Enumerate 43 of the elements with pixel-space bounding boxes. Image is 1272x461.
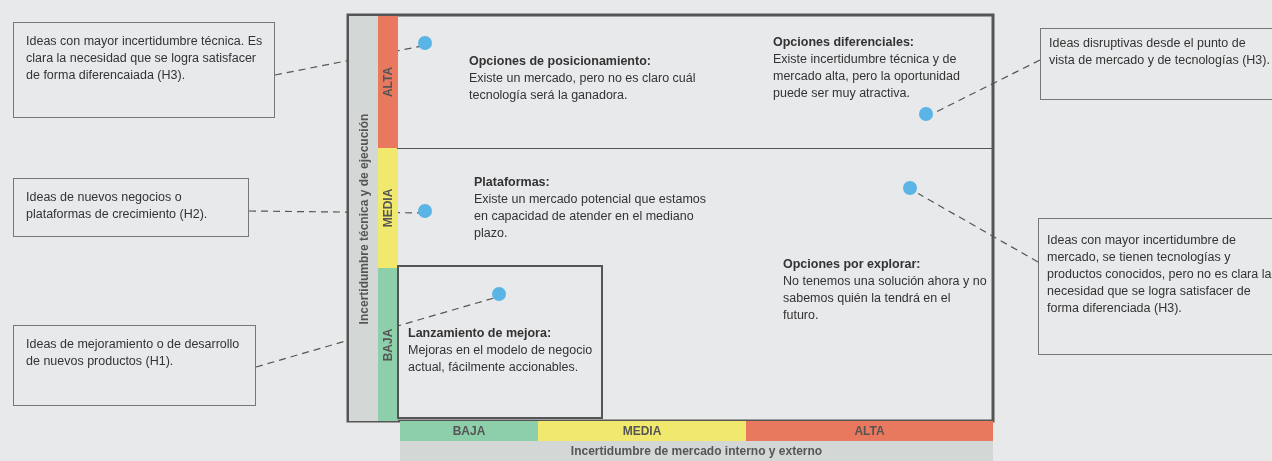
cell-description: Existe un mercado potencial que estamos en capacidad de atender en el mediano plazo. [474, 191, 708, 242]
axis-label: BAJA [452, 424, 486, 438]
quadrant-cell [397, 265, 603, 419]
axis-label: Incertidumbre técnica y de ejecución [357, 113, 371, 324]
axis-level-band [378, 16, 398, 148]
axis-label: ALTA [854, 424, 885, 438]
callout-text: Ideas disruptivas desde el punto de vista de mercado y de tecnologías (H3). [1049, 35, 1271, 69]
cell-description: Mejoras en el modelo de negocio actual, fácilmente accionables. [408, 342, 594, 376]
cell-heading: Opciones de posicionamiento: [469, 53, 652, 70]
cell-heading: Opciones por explorar: [783, 256, 922, 273]
marker-dot [418, 36, 432, 50]
callout-box [13, 22, 275, 118]
callout-box [13, 178, 249, 237]
leader-line [917, 192, 1039, 263]
callout-box [1040, 28, 1272, 100]
axis-label: BAJA [381, 328, 395, 361]
cell-description: Existe incertidumbre técnica y de mercado alta, pero la oportunidad puede ser muy atractiva. [773, 51, 961, 102]
callout-box [1038, 218, 1272, 355]
cell-heading: Opciones diferenciales: [773, 34, 916, 51]
marker-dot [492, 287, 506, 301]
marker-dot [418, 204, 432, 218]
axis-level-band [400, 421, 538, 441]
callout-text: Ideas de nuevos negocios o plataformas de crecimiento (H2). [26, 189, 209, 223]
axis-level-band [538, 421, 746, 441]
callout-text: Ideas de mejoramiento o de desarrollo de nuevos productos (H1). [26, 336, 241, 370]
axis-title-band [349, 16, 379, 421]
callout-box [13, 325, 256, 406]
callout-text: Ideas con mayor incertidumbre técnica. Es clara la necesidad que se logra satisfacer de forma diferencaiada (H3). [26, 33, 264, 84]
axis-level-band [746, 421, 993, 441]
cell-heading: Lanzamiento de mejora: [408, 325, 553, 342]
callout-text: Ideas con mayor incertidumbre de mercado, se tienen tecnologías y productos conocidos, pero no es clara la necesidad que se logra satisfacer de forma diferenciada (H3). [1047, 232, 1272, 317]
axis-label: ALTA [381, 66, 395, 98]
marker-dot [903, 181, 917, 195]
axis-label: MEDIA [381, 188, 395, 228]
axis-label: MEDIA [622, 424, 662, 438]
axis-level-band [378, 148, 398, 268]
axis-title-band [400, 441, 993, 461]
axis-level-band [378, 268, 398, 421]
marker-dot [919, 107, 933, 121]
cell-heading: Plataformas: [474, 174, 551, 191]
cell-description: No tenemos una solución ahora y no sabemos quién la tendrá en el futuro. [783, 273, 988, 324]
cell-description: Existe un mercado, pero no es claro cuál tecnología será la ganadora. [469, 70, 697, 104]
axis-label: Incertidumbre de mercado interno y externo [570, 444, 823, 458]
